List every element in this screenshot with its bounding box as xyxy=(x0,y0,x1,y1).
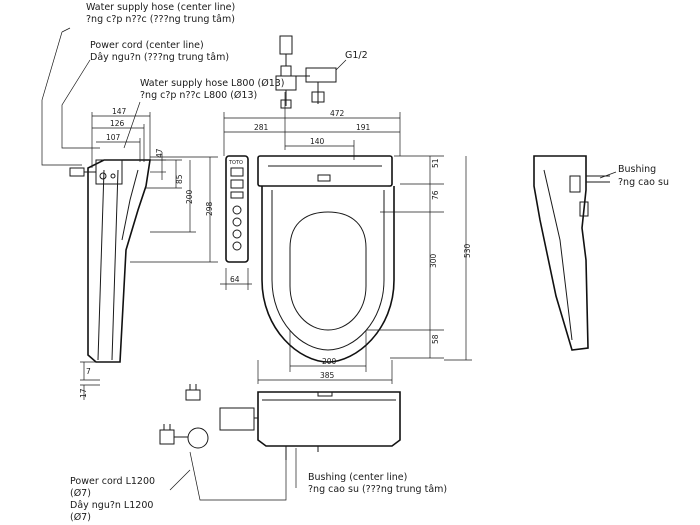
dim-191: 191 xyxy=(356,123,371,132)
dim-472: 472 xyxy=(330,109,345,118)
dim-147: 147 xyxy=(112,107,127,116)
label-bushing-center-vi: ?ng cao su (???ng trung tâm) xyxy=(308,484,447,495)
label-bushing-vi: ?ng cao su xyxy=(618,177,669,188)
top-view-seat: 472 281 191 140 51 76 300 58 530 xyxy=(223,109,472,384)
dim-281: 281 xyxy=(254,123,269,132)
label-power-cord-l1200-vi-dia: (Ø7) xyxy=(70,512,91,523)
dim-76: 76 xyxy=(431,190,440,200)
dim-64: 64 xyxy=(230,275,240,284)
dim-200-left: 200 xyxy=(185,189,194,204)
dim-85: 85 xyxy=(175,174,184,184)
label-water-hose-center-en: Water supply hose (center line) xyxy=(86,2,235,13)
label-power-cord-l1200-vi: Dây ngu?n L1200 xyxy=(70,500,153,511)
control-panel: TOTO 64 xyxy=(220,155,252,290)
label-power-cord-l1200-en: Power cord L1200 xyxy=(70,476,155,487)
dim-385: 385 xyxy=(320,371,335,380)
front-view xyxy=(159,384,401,501)
dim-17: 17 xyxy=(79,388,88,398)
dim-298: 298 xyxy=(205,201,214,216)
dim-107: 107 xyxy=(106,133,121,142)
label-power-cord-center-en: Power cord (center line) xyxy=(90,40,204,51)
label-water-hose-l800-vi: ?ng c?p n??c L800 (Ø13) xyxy=(140,90,257,101)
label-water-hose-center-vi: ?ng c?p n??c (???ng trung tâm) xyxy=(86,14,235,25)
label-g12: G1/2 xyxy=(345,50,368,61)
svg-text:TOTO: TOTO xyxy=(228,160,243,166)
dim-140: 140 xyxy=(310,137,325,146)
label-power-cord-l1200-dia: (Ø7) xyxy=(70,488,91,499)
dim-51: 51 xyxy=(431,158,440,168)
label-power-cord-center-vi: Dây ngu?n (???ng trung tâm) xyxy=(90,52,229,63)
dim-126: 126 xyxy=(110,119,125,128)
label-water-hose-l800-en: Water supply hose L800 (Ø13) xyxy=(140,78,285,89)
leader-lines xyxy=(41,27,286,166)
dim-530: 530 xyxy=(463,243,472,258)
labels: Water supply hose (center line) ?ng c?p … xyxy=(70,2,447,523)
dim-47: 47 xyxy=(155,148,164,158)
right-profile: Bushing ?ng cao su xyxy=(533,155,669,351)
dim-200-bottom: 200 xyxy=(322,357,337,366)
side-view: 147 126 107 47 85 200 298 7 17 xyxy=(69,107,218,400)
dim-7: 7 xyxy=(86,367,91,376)
label-bushing-en: Bushing xyxy=(618,164,656,175)
label-bushing-center-en: Bushing (center line) xyxy=(308,472,407,483)
side-dimensions: 147 126 107 47 85 200 298 7 17 xyxy=(79,107,218,400)
dim-58: 58 xyxy=(431,334,440,344)
dim-300: 300 xyxy=(429,253,438,268)
top-fittings: G1/2 xyxy=(275,35,368,109)
